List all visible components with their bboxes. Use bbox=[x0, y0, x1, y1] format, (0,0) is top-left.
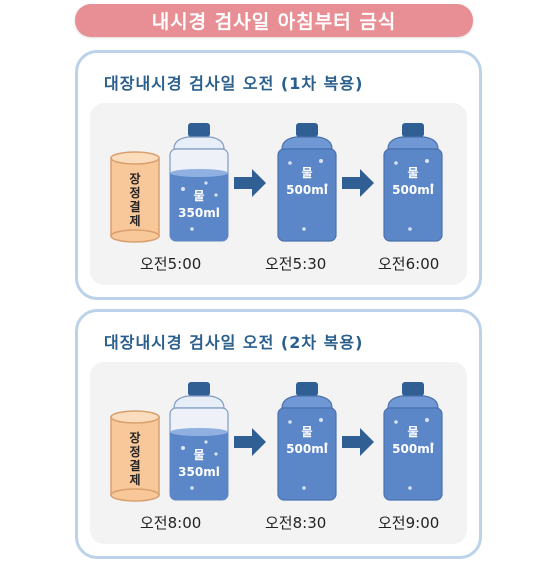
prep-label-2: 정 bbox=[129, 444, 140, 459]
prep-label-3: 결 bbox=[129, 199, 140, 214]
time-label: 오전5:30 bbox=[265, 255, 327, 273]
title-banner: 내시경 검사일 아침부터 금식 bbox=[75, 4, 473, 37]
time-label: 오전9:00 bbox=[378, 514, 440, 532]
arrow-right-icon bbox=[342, 169, 374, 197]
prep-label-2: 정 bbox=[129, 185, 140, 200]
prep-label-4: 제 bbox=[129, 473, 140, 487]
water-label: 물 bbox=[193, 189, 204, 203]
page-title: 내시경 검사일 아침부터 금식 bbox=[151, 11, 397, 33]
volume-label: 350ml bbox=[178, 206, 220, 220]
water-label: 물 bbox=[193, 448, 204, 462]
prep-label-4: 제 bbox=[129, 214, 140, 228]
time-label: 오전5:00 bbox=[140, 255, 202, 273]
prep-label-3: 결 bbox=[129, 458, 140, 473]
prep-label-1: 장 bbox=[129, 172, 140, 186]
water-label: 물 bbox=[407, 166, 418, 180]
panel-second-dose: 대장내시경 검사일 오전 (2차 복용) 장 정 결 제 bbox=[75, 309, 482, 559]
time-label: 오전8:30 bbox=[265, 514, 327, 532]
water-label: 물 bbox=[301, 425, 312, 439]
panel-title: 대장내시경 검사일 오전 (2차 복용) bbox=[104, 333, 364, 352]
arrow-right-icon bbox=[234, 428, 266, 456]
prep-cylinder: 장 정 결 제 bbox=[110, 410, 160, 502]
volume-label: 500ml bbox=[286, 442, 328, 456]
dose-diagram: 장 정 결 제 물 350ml bbox=[110, 382, 443, 502]
dose-diagram: 장 정 결 제 물 350ml bbox=[110, 123, 443, 243]
panel-content: 장 정 결 제 물 350ml bbox=[90, 103, 467, 285]
bottle-1: 물 350ml bbox=[169, 123, 229, 242]
volume-label: 500ml bbox=[286, 183, 328, 197]
bottle-3: 물 500ml bbox=[383, 382, 443, 501]
water-label: 물 bbox=[301, 166, 312, 180]
bottle-2: 물 500ml bbox=[277, 123, 337, 242]
bottle-3: 물 500ml bbox=[383, 123, 443, 242]
bottle-2: 물 500ml bbox=[277, 382, 337, 501]
prep-cylinder: 장 정 결 제 bbox=[110, 151, 160, 243]
panel-content: 장 정 결 제 물 350ml bbox=[90, 362, 467, 544]
volume-label: 350ml bbox=[178, 465, 220, 479]
bottle-1: 물 350ml bbox=[169, 382, 229, 501]
arrow-right-icon bbox=[342, 428, 374, 456]
prep-label-1: 장 bbox=[129, 431, 140, 445]
panel-first-dose: 대장내시경 검사일 오전 (1차 복용) 장 정 결 제 bbox=[75, 50, 482, 300]
volume-label: 500ml bbox=[392, 442, 434, 456]
volume-label: 500ml bbox=[392, 183, 434, 197]
arrow-right-icon bbox=[234, 169, 266, 197]
panel-title: 대장내시경 검사일 오전 (1차 복용) bbox=[104, 74, 364, 93]
water-label: 물 bbox=[407, 425, 418, 439]
time-label: 오전6:00 bbox=[378, 255, 440, 273]
time-label: 오전8:00 bbox=[140, 514, 202, 532]
